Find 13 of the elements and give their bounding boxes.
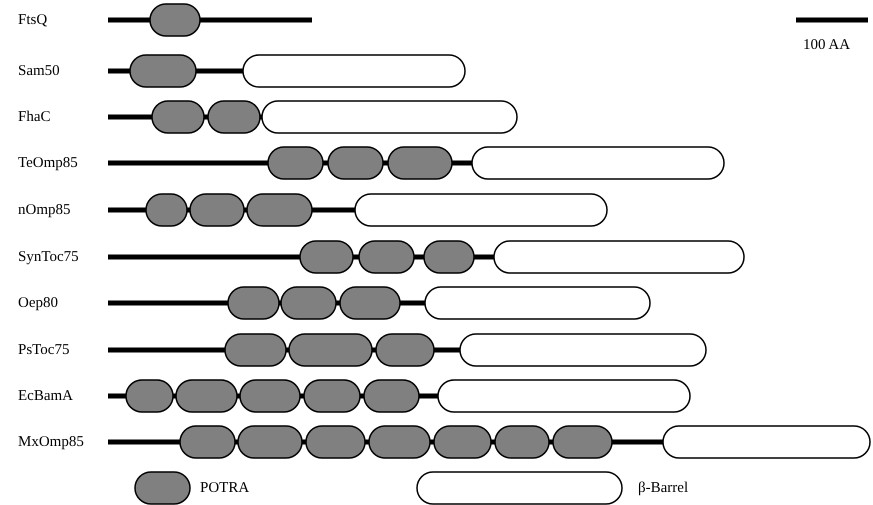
- protein-name: TeOmp85: [18, 154, 78, 172]
- protein-name: EcBamA: [18, 387, 73, 405]
- scale-label: 100 AA: [803, 36, 850, 54]
- protein-name: MxOmp85: [18, 433, 84, 451]
- protein-name: FhaC: [18, 108, 51, 126]
- protein-name: PsToc75: [18, 341, 70, 359]
- protein-name: Sam50: [18, 62, 60, 80]
- protein-name: Oep80: [18, 294, 58, 312]
- protein-name: nOmp85: [18, 201, 70, 219]
- protein-name: FtsQ: [18, 11, 48, 29]
- legend-label: β-Barrel: [638, 479, 688, 497]
- legend-label: POTRA: [200, 479, 250, 497]
- protein-name: SynToc75: [18, 248, 79, 266]
